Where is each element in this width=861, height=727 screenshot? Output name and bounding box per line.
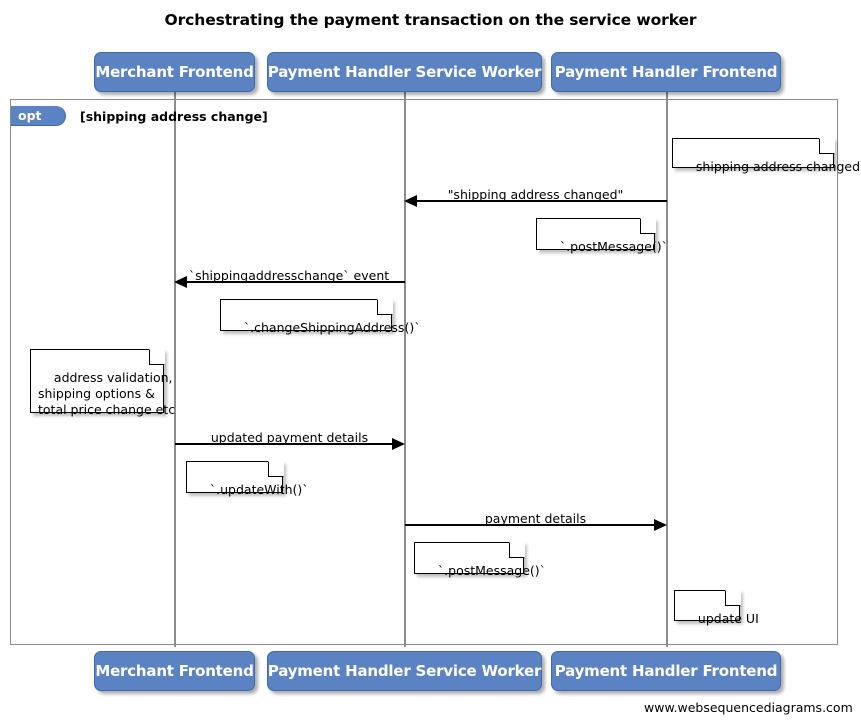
participant-top-merchant-frontend[interactable]: Merchant Frontend	[94, 52, 255, 92]
participant-bottom-payment-handler-frontend[interactable]: Payment Handler Frontend	[551, 651, 781, 691]
opt-fragment-label: opt	[11, 106, 66, 126]
participant-top-payment-handler-frontend[interactable]: Payment Handler Frontend	[551, 52, 781, 92]
note-address-validation: address validation, shipping options & t…	[30, 348, 175, 417]
lifeline-payment-handler-service-worker	[404, 90, 406, 647]
note-update-with-text: `.updateWith()`	[209, 482, 309, 497]
participant-top-payment-handler-service-worker[interactable]: Payment Handler Service Worker	[267, 52, 542, 92]
message-line-payment-details	[405, 524, 655, 526]
message-line-updated-payment-details	[175, 443, 393, 445]
participant-bottom-payment-handler-service-worker-label: Payment Handler Service Worker	[267, 662, 542, 680]
message-arrowhead-payment-details	[654, 519, 667, 531]
note-shipping-address-changed: shipping address changed	[672, 137, 860, 174]
lifeline-merchant-frontend	[174, 90, 176, 647]
note-fold-cut-icon	[376, 298, 393, 315]
note-post-message-1-text: `.postMessage()`	[559, 239, 668, 254]
note-change-shipping-address-text: `.changeShippingAddress()`	[243, 320, 421, 335]
participant-top-payment-handler-service-worker-label: Payment Handler Service Worker	[267, 63, 542, 81]
message-label-updated-payment-details: updated payment details	[210, 430, 369, 445]
participant-bottom-payment-handler-frontend-label: Payment Handler Frontend	[554, 662, 778, 680]
note-address-validation-text: address validation, shipping options & t…	[38, 370, 176, 417]
note-fold-cut-icon	[818, 137, 835, 154]
note-update-with: `.updateWith()`	[186, 460, 309, 497]
note-fold-cut-icon	[639, 217, 656, 234]
diagram-title: Orchestrating the payment transaction on…	[164, 11, 697, 29]
note-fold-cut-icon	[508, 541, 525, 558]
participant-top-merchant-frontend-label: Merchant Frontend	[95, 63, 254, 81]
lifeline-payment-handler-frontend	[666, 90, 668, 647]
note-fold-cut-icon	[148, 348, 165, 365]
note-shipping-address-changed-text: shipping address changed	[695, 159, 861, 174]
note-fold-cut-icon	[267, 460, 284, 477]
note-post-message-1: `.postMessage()`	[536, 217, 668, 254]
message-label-shipping-address-changed: "shipping address changed"	[447, 187, 624, 202]
message-label-shippingaddresschange-event: `shippingaddresschange` event	[188, 268, 390, 283]
message-line-shipping-address-changed	[416, 200, 667, 202]
participant-top-payment-handler-frontend-label: Payment Handler Frontend	[554, 63, 778, 81]
note-fold-cut-icon	[724, 589, 741, 606]
message-arrowhead-shippingaddresschange-event	[174, 276, 187, 288]
message-label-payment-details: payment details	[484, 511, 587, 526]
message-line-shippingaddresschange-event	[186, 281, 405, 283]
note-update-ui: update UI	[674, 589, 759, 626]
message-arrowhead-updated-payment-details	[392, 438, 405, 450]
note-change-shipping-address: `.changeShippingAddress()`	[220, 298, 420, 335]
note-post-message-2: `.postMessage()`	[414, 541, 546, 578]
opt-fragment-frame	[10, 99, 838, 645]
participant-bottom-payment-handler-service-worker[interactable]: Payment Handler Service Worker	[267, 651, 542, 691]
participant-bottom-merchant-frontend[interactable]: Merchant Frontend	[94, 651, 255, 691]
note-post-message-2-text: `.postMessage()`	[437, 563, 546, 578]
note-update-ui-text: update UI	[697, 611, 759, 626]
opt-fragment-guard: [shipping address change]	[80, 109, 268, 124]
message-arrowhead-shipping-address-changed	[404, 195, 417, 207]
footer-attribution: www.websequencediagrams.com	[644, 700, 853, 715]
participant-bottom-merchant-frontend-label: Merchant Frontend	[95, 662, 254, 680]
